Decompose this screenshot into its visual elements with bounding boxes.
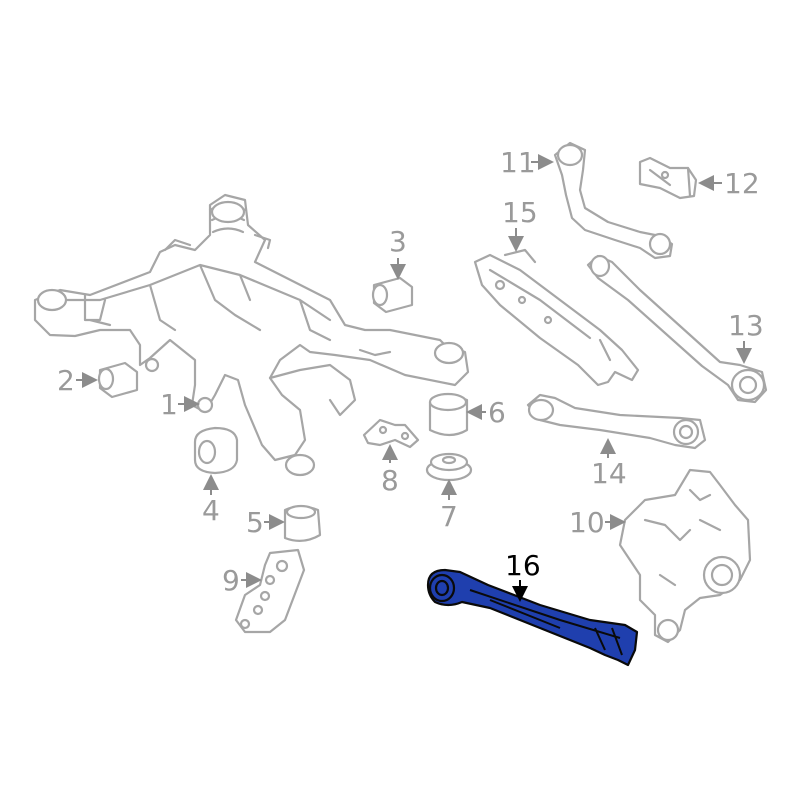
callout-12[interactable]: 12: [724, 167, 760, 200]
callout-1[interactable]: 1: [160, 388, 178, 421]
callout-16[interactable]: 16: [505, 549, 541, 582]
callout-13[interactable]: 13: [728, 309, 764, 342]
callout-11[interactable]: 11: [500, 146, 536, 179]
callout-14[interactable]: 14: [591, 457, 627, 490]
callout-8[interactable]: 8: [381, 464, 399, 497]
callout-4[interactable]: 4: [202, 494, 220, 527]
callout-5[interactable]: 5: [246, 506, 264, 539]
bracket-part-8[interactable]: [362, 418, 420, 449]
callout-3[interactable]: 3: [389, 225, 407, 258]
callout-2[interactable]: 2: [57, 364, 75, 397]
link-arm-part-14[interactable]: [526, 393, 707, 450]
bushing-part-6[interactable]: [428, 392, 469, 437]
knuckle-part-10[interactable]: [618, 468, 752, 644]
bracket-part-12[interactable]: [638, 156, 698, 200]
callout-9[interactable]: 9: [222, 564, 240, 597]
bushing-part-4[interactable]: [193, 426, 239, 475]
bushing-part-5[interactable]: [283, 504, 322, 542]
callout-labels: 1 2 3 4 5 6 7 8 9 10 11 12 13 14 15 16: [57, 146, 764, 597]
callout-6[interactable]: 6: [488, 396, 506, 429]
toe-link-part-16[interactable]: [426, 568, 639, 667]
subframe-part-1[interactable]: [33, 193, 470, 477]
plate-part-9[interactable]: [234, 548, 306, 634]
bushing-part-2[interactable]: [97, 361, 139, 399]
callout-15[interactable]: 15: [502, 196, 538, 229]
control-arm-part-11[interactable]: [553, 141, 674, 260]
callout-arrows: [76, 154, 752, 602]
trailing-arm-part-15[interactable]: [473, 248, 640, 387]
link-arm-part-13[interactable]: [586, 254, 768, 404]
callout-10[interactable]: 10: [569, 506, 605, 539]
mount-part-7[interactable]: [425, 452, 473, 482]
callout-7[interactable]: 7: [440, 500, 458, 533]
bushing-part-3[interactable]: [371, 276, 414, 314]
